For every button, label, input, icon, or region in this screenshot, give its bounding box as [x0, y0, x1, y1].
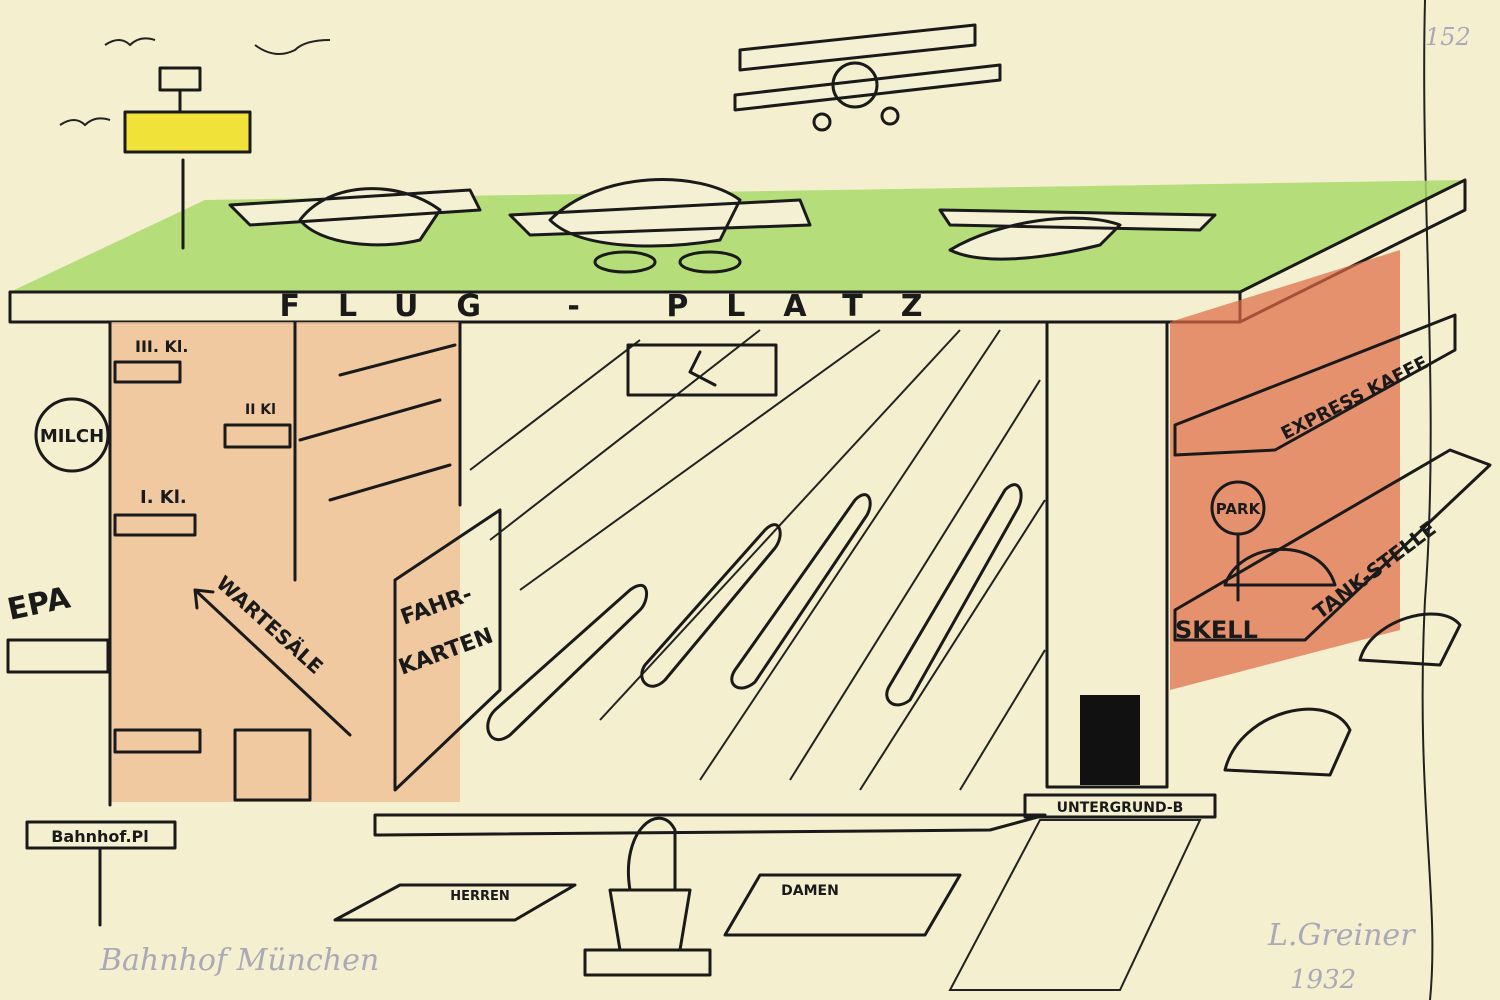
cars	[1223, 547, 1462, 777]
signature: L.Greiner	[1267, 918, 1416, 953]
planes	[228, 23, 1217, 274]
subway-tower: UNTERGRUND-B	[948, 320, 1217, 991]
svg-text:HERREN: HERREN	[450, 889, 510, 904]
svg-text:Bahnhof.Pl: Bahnhof.Pl	[51, 827, 149, 846]
tracks	[469, 329, 1046, 791]
roof-sign: FLUG - PLATZ	[279, 289, 960, 324]
svg-text:MILCH: MILCH	[40, 426, 104, 447]
paper-tear	[1421, 0, 1434, 1000]
birds	[59, 37, 331, 127]
class-3-label: III. Kl.	[135, 337, 188, 356]
class-1-label: I. Kl.	[140, 487, 187, 508]
caption: Bahnhof München	[99, 943, 379, 978]
platform-edge	[373, 813, 1047, 837]
trains	[486, 483, 1023, 742]
svg-text:DAMEN: DAMEN	[781, 883, 839, 899]
mens-toilet-entrance: HERREN	[333, 883, 577, 922]
milk-sign: MILCH	[34, 397, 110, 473]
park-sign: PARK	[1216, 500, 1262, 518]
year: 1932	[1290, 965, 1356, 995]
class-2-label: II Kl	[245, 402, 276, 418]
left-building: III. Kl. II Kl I. Kl. WARTESÄLE	[108, 320, 462, 807]
fountain	[583, 816, 712, 977]
subway-sign: UNTERGRUND-B	[1057, 800, 1184, 816]
fuel-brand-sign: SKELL	[1175, 616, 1258, 644]
station-clock	[626, 343, 778, 397]
square-signpost: Bahnhof.Pl	[25, 820, 177, 927]
womens-toilet-entrance: DAMEN	[723, 873, 962, 937]
control-tower	[123, 66, 252, 250]
page-number: 152	[1425, 23, 1471, 51]
